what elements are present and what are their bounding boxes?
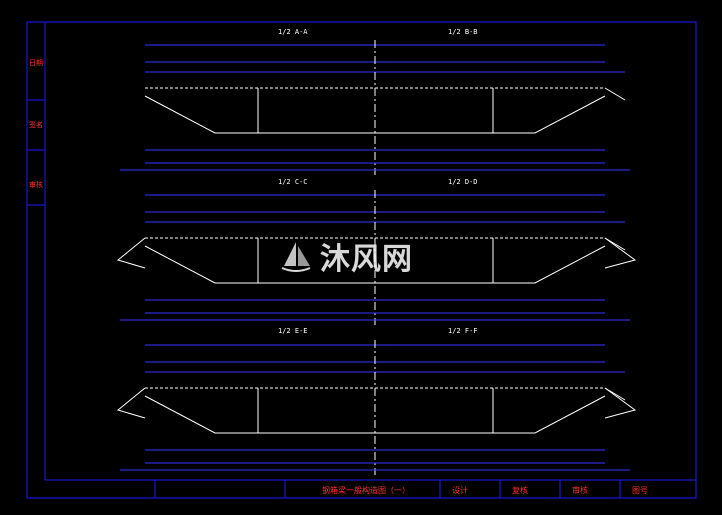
section-2-right-title: 1/2 D-D: [448, 178, 478, 186]
title-block: [45, 480, 696, 499]
side-label-date: 日期: [29, 59, 43, 67]
drawing-border-inner: [44, 21, 697, 481]
section-3-right-title: 1/2 F-F: [448, 327, 478, 335]
design-label: 设计: [452, 486, 468, 495]
sailboat-logo-icon: [281, 242, 311, 272]
side-label-signature: 签名: [29, 121, 43, 129]
section-1-right-title: 1/2 B-B: [448, 28, 478, 36]
section-2-left-title: 1/2 C-C: [278, 178, 308, 186]
watermark: 沐风网: [278, 238, 413, 277]
section-3-left-title: 1/2 E-E: [278, 327, 308, 335]
section-2-left-cantilever: [116, 237, 146, 269]
drawing-title: 钢箱梁一般构造图（一）: [322, 486, 410, 495]
check-label: 审核: [572, 486, 588, 495]
sheet-number-label: 图号: [632, 486, 648, 495]
side-label-review: 审核: [29, 181, 43, 189]
section-3-left-cantilever: [116, 387, 146, 419]
section-2-group: [116, 190, 637, 325]
section-1-group: [120, 40, 630, 175]
section-2-right-wing: [604, 237, 637, 269]
watermark-text: 沐风网: [320, 242, 413, 277]
review-label: 复核: [512, 486, 528, 495]
section-1-left-title: 1/2 A-A: [278, 28, 308, 36]
section-1-right-cantilever: [604, 87, 626, 101]
section-3-group: [116, 340, 637, 475]
section-3-right-wing: [604, 387, 637, 419]
